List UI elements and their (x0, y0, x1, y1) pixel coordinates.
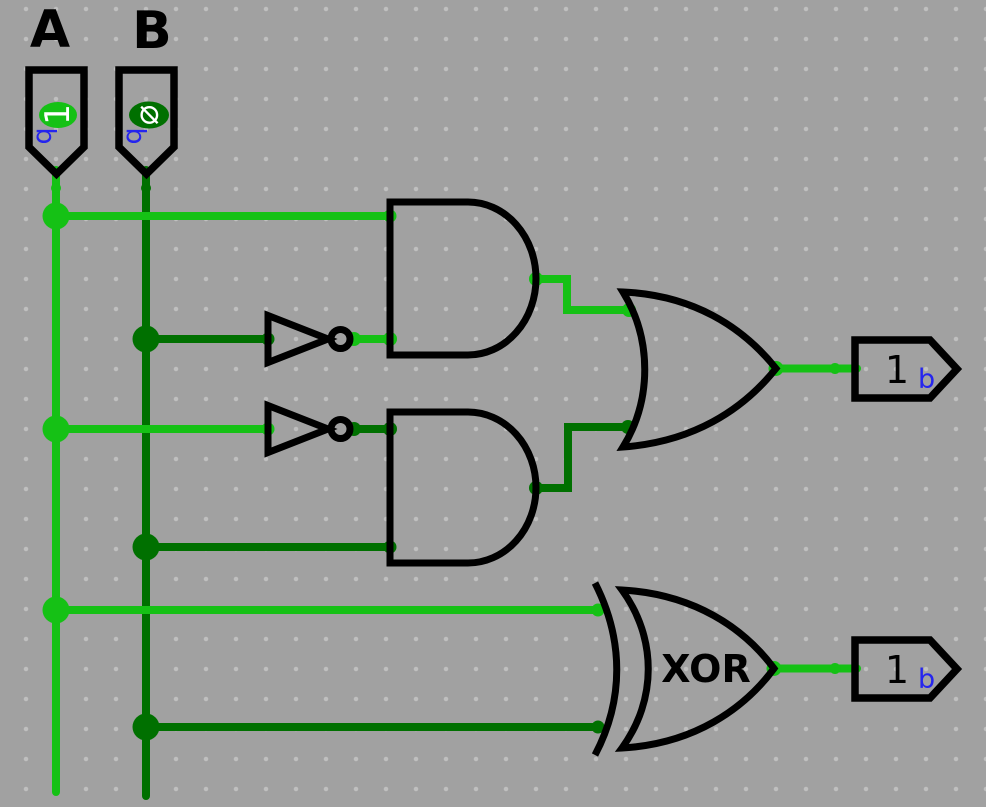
and-gate-bottom[interactable] (386, 408, 540, 567)
wire-junction (132, 325, 160, 353)
wire-junction (42, 596, 70, 624)
wire-junction (42, 202, 70, 230)
output-value-2: 1 (885, 648, 909, 692)
or-gate[interactable] (616, 288, 781, 451)
output-value-1: 1 (885, 348, 909, 392)
net-a (42, 166, 861, 796)
wire-segment (532, 423, 632, 492)
inverter-triangle (264, 310, 338, 368)
inverter-bubble (327, 416, 354, 442)
output-pin-shape (851, 636, 963, 702)
input-pin-a[interactable]: A 1 b (25, 0, 88, 180)
pin-connection-dot (829, 363, 841, 374)
not-gate-bottom[interactable] (264, 400, 354, 458)
pin-connection-dot (51, 183, 61, 193)
pin-connection-dot (141, 183, 151, 193)
wire-endpoint (591, 720, 605, 734)
xor-gate-label: XOR (661, 647, 751, 691)
net-b (132, 166, 635, 800)
input-bit-suffix-a: b (30, 127, 61, 144)
input-pin-b[interactable]: B ∅ b (115, 1, 178, 180)
output-pin-1[interactable]: 1 b (851, 336, 963, 402)
input-label-b: B (132, 1, 172, 61)
xor-gate[interactable]: XOR (591, 581, 779, 757)
xor-body (614, 586, 779, 752)
input-value-b: ∅ (129, 105, 169, 125)
wire-segment (532, 275, 633, 314)
input-label-a: A (30, 0, 70, 60)
wire-junction (132, 713, 160, 741)
wire-endpoint (591, 603, 605, 617)
output-pin-2[interactable]: 1 b (851, 636, 963, 702)
wire-junction (42, 415, 70, 443)
input-bit-suffix-b: b (120, 127, 151, 144)
input-pin-shape (115, 66, 178, 180)
pin-connection-dot (829, 663, 841, 674)
and-gate-top[interactable] (386, 198, 540, 359)
xor-back-arc (591, 581, 621, 757)
output-bit-suffix-2: b (918, 664, 935, 695)
output-bit-suffix-1: b (918, 364, 935, 395)
input-value-bubble (129, 101, 169, 129)
inverter-bubble (327, 326, 354, 352)
input-pin-shape (25, 66, 88, 180)
wire-junction (132, 533, 160, 561)
input-value-a: 1 (38, 105, 78, 125)
gates: XOR (264, 198, 781, 757)
input-value-bubble (39, 102, 77, 128)
not-gate-top[interactable] (264, 310, 354, 368)
inverter-triangle (264, 400, 338, 458)
output-pin-shape (851, 336, 963, 402)
